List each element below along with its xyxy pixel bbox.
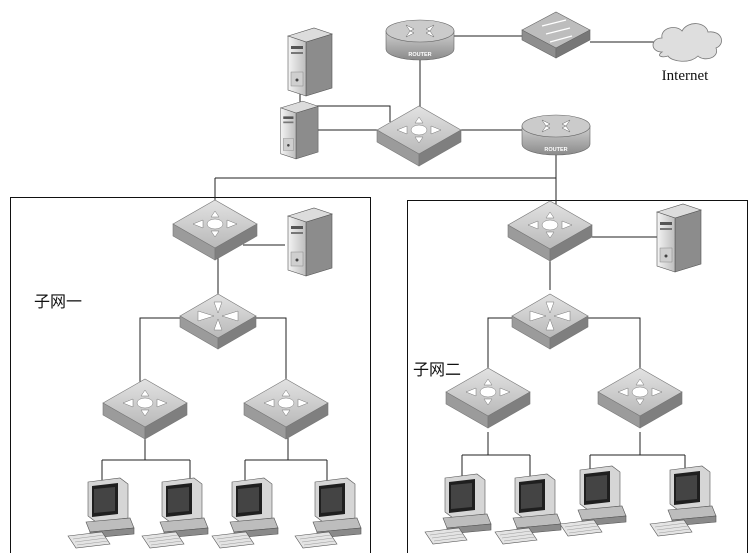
firewall-icon	[521, 11, 591, 59]
subnet2-layer3-switch-icon	[511, 293, 589, 350]
edge-router-label: ROUTER	[544, 147, 567, 153]
workstation-icon	[141, 477, 209, 549]
workstation-icon	[67, 477, 135, 549]
core-router-label: ROUTER	[408, 52, 431, 58]
cloud-icon	[652, 23, 722, 62]
connection-lines	[101, 35, 686, 490]
subnet1-access-switch-icon	[243, 378, 329, 440]
subnet1-boundary	[10, 197, 371, 553]
server-icon	[656, 203, 702, 273]
subnet1-switch-icon	[172, 199, 258, 261]
edge-router-icon: ROUTER	[521, 114, 591, 156]
subnet1-label: 子网一	[34, 293, 82, 311]
server-icon	[287, 27, 333, 97]
subnet1-layer3-switch-icon	[179, 293, 257, 350]
workstation-icon	[649, 465, 717, 537]
workstation-icon	[424, 473, 492, 545]
subnet2-access-switch-icon	[597, 367, 683, 429]
subnet2-label: 子网二	[413, 361, 461, 379]
core-router-icon: ROUTER	[385, 19, 455, 61]
subnet2-switch-icon	[507, 200, 593, 262]
workstation-icon	[494, 473, 562, 545]
server-icon	[287, 207, 333, 277]
workstation-icon	[294, 477, 362, 549]
server-icon	[280, 100, 319, 160]
internet-label: Internet	[662, 68, 709, 84]
subnet1-access-switch-icon	[102, 378, 188, 440]
workstation-icon	[211, 477, 279, 549]
workstation-icon	[559, 465, 627, 537]
